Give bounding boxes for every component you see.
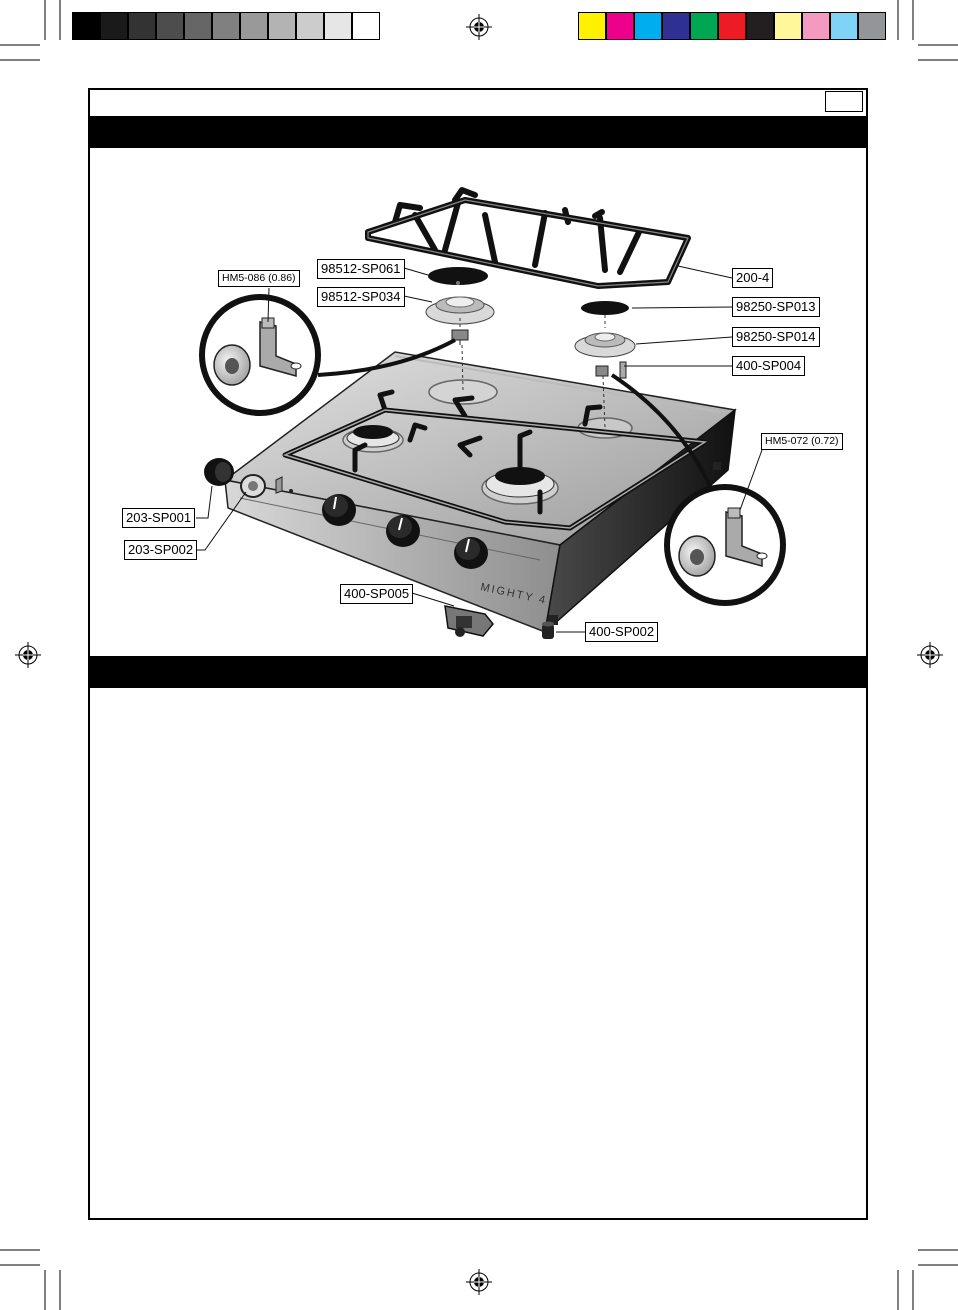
gas-valve: [445, 606, 493, 637]
label-burner-head-small: 98250-SP014: [732, 327, 820, 347]
label-burner-cap-small: 98250-SP013: [732, 297, 820, 317]
burner-cap-large: [428, 267, 488, 285]
magnified-injector-left: [202, 297, 318, 413]
label-injector-small: HM5-072 (0.72): [761, 433, 843, 450]
label-gas-valve: 400-SP005: [340, 584, 413, 604]
label-burner-cap-large: 98512-SP061: [317, 259, 405, 279]
injector-holder-large: [452, 330, 468, 345]
injector-holder-small: [596, 362, 626, 378]
label-knob: 203-SP001: [122, 508, 195, 528]
label-burner-head-large: 98512-SP034: [317, 287, 405, 307]
magnified-injector-right: [667, 487, 783, 603]
label-thermocouple: 400-SP004: [732, 356, 805, 376]
label-injector-large: HM5-086 (0.86): [218, 270, 300, 287]
foot-part: [542, 622, 554, 640]
label-knob-ring: 203-SP002: [124, 540, 197, 560]
label-foot: 400-SP002: [585, 622, 658, 642]
burner-cap-small: [581, 301, 629, 315]
burner-head-small: [575, 333, 635, 357]
label-top-grate: 200-4: [732, 268, 773, 288]
detached-knob: [204, 458, 234, 486]
